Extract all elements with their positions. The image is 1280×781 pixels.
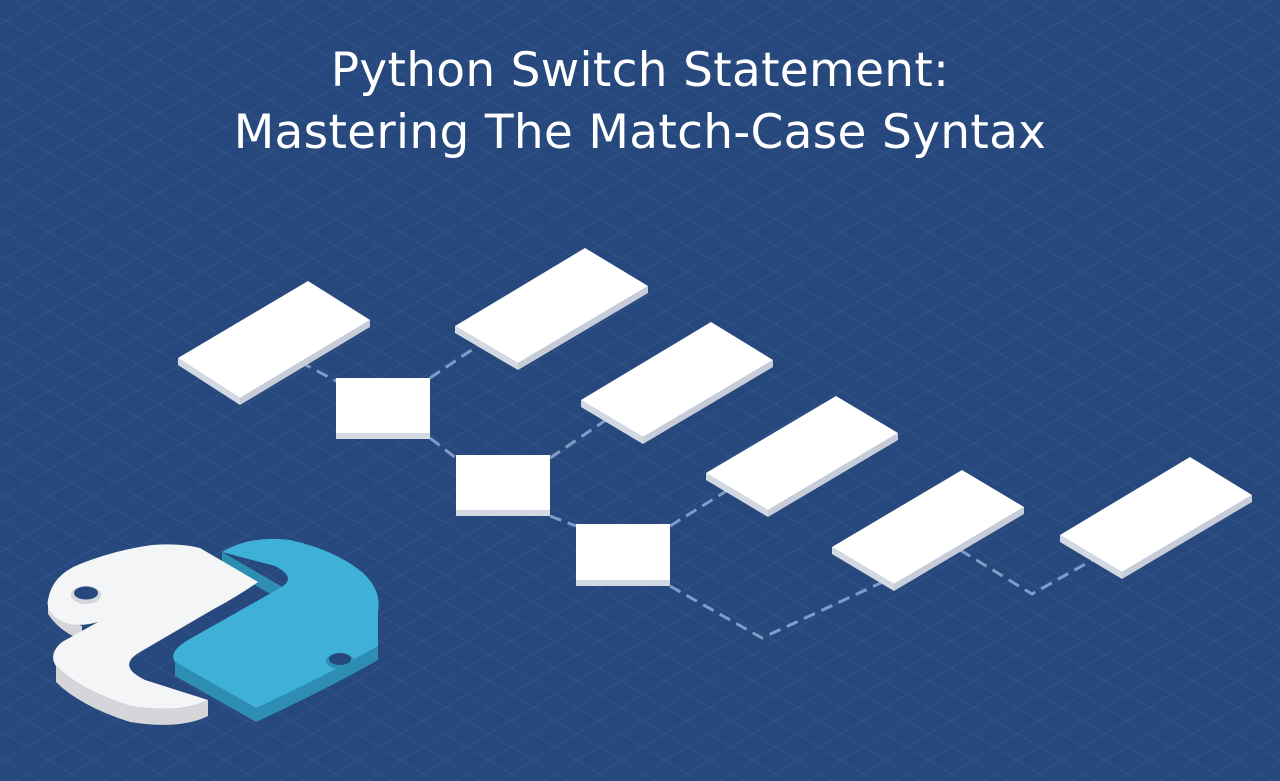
grid-line xyxy=(630,390,1280,781)
grid-line xyxy=(0,122,1097,781)
grid-line xyxy=(762,0,1280,312)
grid-line xyxy=(0,70,1185,781)
connector-switch-2-case-c xyxy=(549,418,607,460)
connectors xyxy=(299,341,1097,640)
grid-line xyxy=(850,522,1280,781)
grid-line xyxy=(674,0,1280,364)
grid-line xyxy=(0,0,569,342)
grid-line xyxy=(0,334,745,781)
grid-line xyxy=(234,0,1280,628)
connector-case-a-switch-1 xyxy=(299,360,341,385)
grid-line xyxy=(0,386,657,781)
case-card-d xyxy=(706,396,898,517)
grid-line xyxy=(0,281,833,781)
grid-line xyxy=(586,0,1280,417)
connector-switch-3-case-e xyxy=(669,579,886,640)
grid-line xyxy=(1026,628,1280,781)
grid-line xyxy=(938,0,1280,206)
grid-line xyxy=(0,0,481,289)
case-card-c xyxy=(581,322,773,444)
grid-line xyxy=(0,545,393,781)
grid-line xyxy=(982,601,1280,781)
grid-line xyxy=(0,0,393,236)
grid-line xyxy=(850,0,1280,259)
grid-line xyxy=(806,0,1280,285)
grid-line xyxy=(1026,0,1280,153)
case-card-e xyxy=(832,470,1024,591)
grid-line xyxy=(0,43,1229,781)
connector-switch-1-case-b xyxy=(429,341,483,380)
decision-block-3 xyxy=(576,524,670,586)
grid-line xyxy=(0,96,1141,781)
grid-line xyxy=(0,228,921,781)
grid-line xyxy=(190,0,1280,655)
grid-line xyxy=(894,549,1280,781)
decision-block-2 xyxy=(456,455,550,516)
grid-line xyxy=(982,0,1280,180)
grid-line xyxy=(0,360,701,781)
grid-line xyxy=(542,0,1280,444)
grid-line xyxy=(894,0,1280,232)
grid-line xyxy=(0,0,305,183)
grid-line xyxy=(0,413,613,781)
grid-line xyxy=(366,0,1280,549)
case-card-f xyxy=(1060,457,1252,579)
page-title: Python Switch Statement: Mastering The M… xyxy=(0,40,1280,164)
grid-line xyxy=(806,496,1280,781)
title-line-2: Mastering The Match-Case Syntax xyxy=(233,105,1047,160)
grid-line xyxy=(630,0,1280,391)
grid-line xyxy=(0,0,613,368)
connector-switch-2-switch-3 xyxy=(549,514,577,528)
grid-line xyxy=(0,0,349,210)
grid-line xyxy=(0,307,789,781)
decision-block-1 xyxy=(336,378,430,439)
connector-switch-3-case-d xyxy=(669,488,729,528)
case-card-b xyxy=(455,248,648,370)
grid-line xyxy=(762,469,1280,781)
grid-line xyxy=(454,0,1280,496)
grid-line xyxy=(0,0,525,315)
grid-line xyxy=(0,0,437,263)
grid-line xyxy=(498,0,1280,470)
grid-line xyxy=(674,417,1280,781)
python-logo-icon xyxy=(47,538,379,725)
grid-line xyxy=(322,0,1280,576)
connector-switch-1-switch-2 xyxy=(429,436,457,460)
connector-case-e-case-f xyxy=(959,548,1097,596)
title-line-1: Python Switch Statement: xyxy=(330,43,950,98)
grid-line xyxy=(278,0,1280,602)
grid-line xyxy=(938,575,1280,781)
grid-line xyxy=(102,0,1280,708)
grid-line xyxy=(0,624,261,781)
grid-line xyxy=(146,0,1280,681)
grid-line xyxy=(718,0,1280,338)
grid-line xyxy=(410,0,1280,523)
case-card-a xyxy=(178,281,370,405)
grid-line xyxy=(0,0,261,157)
grid-line xyxy=(718,443,1280,781)
grid-line xyxy=(0,202,965,781)
